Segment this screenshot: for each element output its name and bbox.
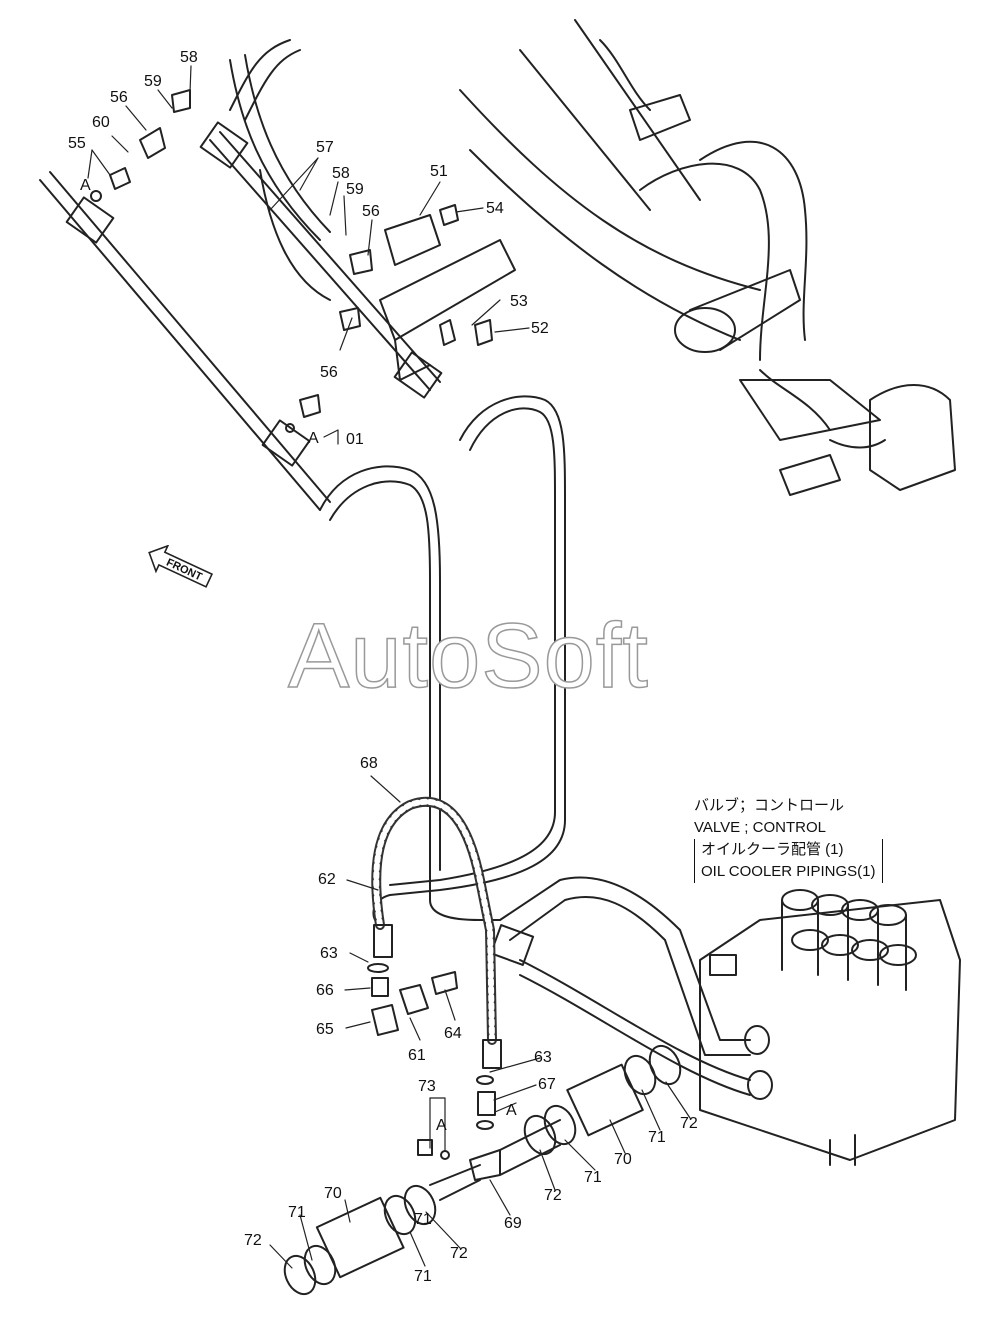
callout-52: 52: [531, 320, 549, 337]
small-fittings: [367, 963, 496, 1160]
callout-56: 56: [110, 89, 128, 106]
callout-73: 73: [418, 1078, 436, 1095]
callout-a: A: [308, 430, 319, 447]
boom-assembly: [459, 19, 956, 496]
watermark: AutoSoft: [287, 604, 649, 708]
cooler-hose-assembly: [283, 1044, 682, 1296]
callout-72: 72: [544, 1187, 562, 1204]
callout-70: 70: [614, 1151, 632, 1168]
callout-57: 57: [316, 139, 334, 156]
callout-71: 71: [584, 1169, 602, 1186]
callout-58: 58: [180, 49, 198, 66]
callout-59: 59: [144, 73, 162, 90]
callout-a: A: [80, 177, 91, 194]
callout-63: 63: [320, 945, 338, 962]
callout-60: 60: [92, 114, 110, 131]
callout-64: 64: [444, 1025, 462, 1042]
callout-labels: 58 59 56 60 55 A 57 58 59 56 51 54 53 52…: [68, 49, 698, 1285]
middle-hoses: [199, 39, 566, 761]
callout-71: 71: [288, 1204, 306, 1221]
callout-72: 72: [450, 1245, 468, 1262]
callout-51: 51: [430, 163, 448, 180]
callout-68: 68: [360, 755, 378, 772]
callout-71: 71: [414, 1211, 432, 1228]
callout-63: 63: [534, 1049, 552, 1066]
callout-66: 66: [316, 982, 334, 999]
callout-65: 65: [316, 1021, 334, 1038]
callout-55: 55: [68, 135, 86, 152]
callout-a: A: [506, 1102, 517, 1119]
callout-61: 61: [408, 1047, 426, 1064]
title-block: バルブ；コントロール VALVE ; CONTROL オイルクーラ配管 (1) …: [694, 795, 934, 883]
callout-a: A: [436, 1117, 447, 1134]
callout-01: 01: [346, 431, 364, 448]
title-jp-line2: オイルクーラ配管 (1): [701, 841, 844, 858]
title-en-line1: VALVE ; CONTROL: [694, 819, 826, 836]
callout-58: 58: [332, 165, 350, 182]
callout-71: 71: [648, 1129, 666, 1146]
callout-67: 67: [538, 1076, 556, 1093]
callout-56: 56: [362, 203, 380, 220]
callout-53: 53: [510, 293, 528, 310]
callout-56: 56: [320, 364, 338, 381]
title-jp-line1: バルブ；コントロール: [694, 797, 845, 814]
callout-70: 70: [324, 1185, 342, 1202]
callout-72: 72: [244, 1232, 262, 1249]
front-arrow-icon: FRONT: [148, 545, 214, 588]
callout-59: 59: [346, 181, 364, 198]
callout-72: 72: [680, 1115, 698, 1132]
title-en-line2: OIL COOLER PIPINGS(1): [701, 863, 876, 880]
left-pipe: [39, 89, 441, 871]
corrugated-hose: [371, 796, 502, 1069]
callout-71: 71: [414, 1268, 432, 1285]
callout-62: 62: [318, 871, 336, 888]
control-valve: [699, 889, 961, 1166]
leader-lines: [87, 65, 691, 1269]
callout-69: 69: [504, 1215, 522, 1232]
callout-54: 54: [486, 200, 504, 217]
title-subgroup: オイルクーラ配管 (1) OIL COOLER PIPINGS(1): [694, 839, 883, 883]
